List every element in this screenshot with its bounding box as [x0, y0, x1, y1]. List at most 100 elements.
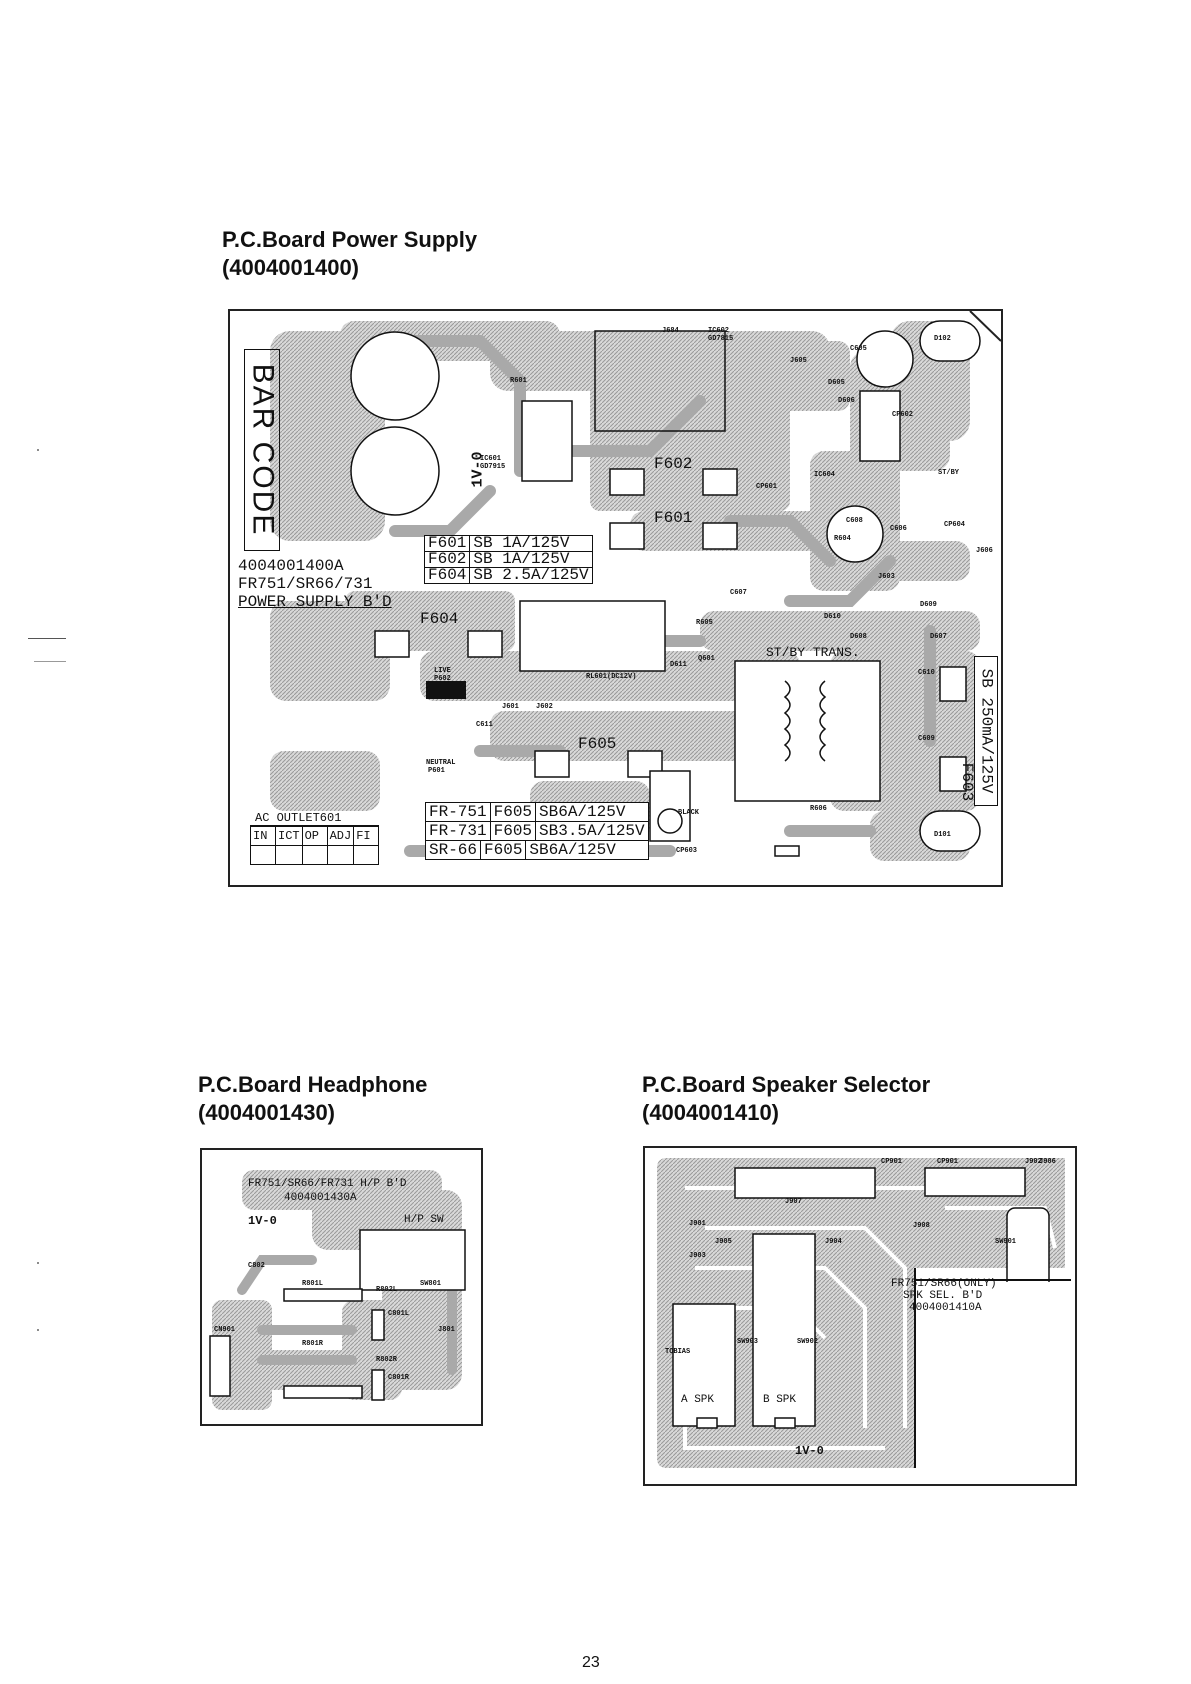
ac-outlet-table: AC OUTLET601 IN ICT OP ADJ FI — [250, 811, 380, 865]
c801l-label: C801L — [388, 1310, 410, 1318]
speaker-selector-traces — [657, 1158, 1071, 1468]
fuse-spec-cell: SB6A/125V — [539, 803, 626, 821]
model-cell: SR-66 — [426, 841, 482, 859]
d606-label: D606 — [838, 397, 855, 405]
d611-label: D611 — [670, 661, 687, 669]
ac-outlet-grid: IN ICT OP ADJ FI — [250, 826, 380, 865]
j684-label: J684 — [662, 327, 679, 335]
fuse-f605-label: F605 — [578, 735, 617, 753]
j904-label: J904 — [825, 1238, 842, 1246]
ac-outlet-cell: FI — [353, 826, 380, 846]
d610-label: D610 — [824, 613, 841, 621]
c607-label: C607 — [730, 589, 747, 597]
hp-ul-mark: 1V-0 — [248, 1214, 277, 1228]
ic602-label: IC602 — [708, 327, 730, 335]
ic601-label: IC601 — [480, 455, 502, 463]
ac-outlet-cell: ICT — [275, 826, 303, 846]
c608-label: C608 — [846, 517, 863, 525]
spk-board-id-2: SPK SEL. B'D — [903, 1290, 983, 1302]
spk-board-id-3: 4004001410A — [909, 1302, 982, 1314]
fuse-spec-cell: SB3.5A/125V — [539, 822, 645, 840]
fuse-spec-cell: SB 1A/125V — [473, 550, 570, 568]
power-supply-title: P.C.Board Power Supply (4004001400) — [222, 226, 477, 282]
margin-dot — [37, 449, 39, 451]
r801l-label: R801L — [302, 1280, 324, 1288]
j906-label: J906 — [1039, 1158, 1056, 1166]
ac-outlet-cell: ADJ — [326, 826, 355, 846]
hp-board-id-1: FR751/SR66/FR731 H/P B'D — [248, 1178, 407, 1190]
sw902-label: SW902 — [797, 1338, 819, 1346]
margin-mark — [28, 638, 66, 639]
c606-label: C606 — [890, 525, 907, 533]
speaker-selector-board: FR751/SR66(ONLY) SPK SEL. B'D 4004001410… — [643, 1146, 1077, 1486]
j907-label: J907 — [785, 1198, 802, 1206]
d609-label: D609 — [920, 601, 937, 609]
r606-label: R606 — [810, 805, 827, 813]
j603-label: J603 — [878, 573, 895, 581]
fuse-f601-label: F601 — [654, 509, 693, 527]
r802r-label: R802R — [376, 1356, 398, 1364]
page-number: 23 — [582, 1654, 600, 1671]
d607-label: D607 — [930, 633, 947, 641]
p602-label: P602 — [434, 675, 451, 683]
a-spk-label: A SPK — [681, 1394, 715, 1406]
q601-label: Q601 — [698, 655, 715, 663]
cp604-label: CP604 — [944, 521, 966, 529]
f603-spec-box: SB 250mA/125V — [974, 656, 998, 806]
hp-board-id-2: 4004001430A — [284, 1192, 357, 1204]
cp602-label: CP602 — [892, 411, 914, 419]
bar-code-box: BAR CODE — [244, 349, 280, 551]
d101-label: D101 — [934, 831, 951, 839]
fuse-cell: F605 — [491, 803, 537, 821]
power-supply-title-text: P.C.Board Power Supply — [222, 227, 478, 252]
b-spk-label: B SPK — [763, 1394, 797, 1406]
r801r-label: R801R — [302, 1340, 324, 1348]
speaker-selector-part-no: (4004001410) — [642, 1100, 780, 1125]
gd7915-label: GD7915 — [480, 463, 506, 471]
power-supply-board: BAR CODE 4004001400A FR751/SR66/731 POWE… — [228, 309, 1003, 887]
fuse-cell: F604 — [425, 567, 471, 583]
black-label: BLACK — [678, 809, 700, 817]
board-id-line-2: FR751/SR66/731 — [238, 575, 373, 593]
fuse-spec-cell: SB6A/125V — [529, 841, 616, 859]
bar-code-text: BAR CODE — [246, 363, 280, 537]
cp901-label: CP901 — [881, 1158, 903, 1166]
speaker-selector-title-text: P.C.Board Speaker Selector — [642, 1072, 931, 1097]
sw801-label: SW801 — [420, 1280, 442, 1288]
gd7815-label: GD7815 — [708, 335, 734, 343]
tobias-label: TOBIAS — [665, 1348, 691, 1356]
c802-label: C802 — [248, 1262, 265, 1270]
fuse-cell: F605 — [481, 841, 527, 859]
c611-label: C611 — [476, 721, 493, 729]
margin-dot — [37, 1329, 39, 1331]
margin-dot — [37, 1262, 39, 1264]
fuse-spec-cell: SB 2.5A/125V — [473, 566, 589, 584]
cn901-label: CN901 — [214, 1326, 236, 1334]
power-supply-part-no: (4004001400) — [222, 255, 360, 280]
st-by-trans-label: ST/BY TRANS. — [766, 645, 860, 660]
c605-label: C605 — [850, 345, 867, 353]
fuse-f603-label: F603 — [958, 762, 977, 802]
rl601-label: RL601(DC12V) — [586, 673, 637, 681]
d608-label: D608 — [850, 633, 867, 641]
r601-label: R601 — [510, 377, 527, 385]
spk-ul-mark: 1V-0 — [795, 1444, 824, 1458]
c610-label: C610 — [918, 669, 935, 677]
ac-outlet-cell: IN — [250, 826, 276, 846]
j801-label: J801 — [438, 1326, 455, 1334]
r605-label: R605 — [696, 619, 713, 627]
j908-label: J908 — [913, 1222, 930, 1230]
cp601-label: CP601 — [756, 483, 778, 491]
d605-label: D605 — [828, 379, 845, 387]
headphone-board: FR751/SR66/FR731 H/P B'D 4004001430A 1V-… — [200, 1148, 483, 1426]
power-supply-traces — [270, 311, 1001, 861]
j606-label: J606 — [976, 547, 993, 555]
headphone-part-no: (4004001430) — [198, 1100, 336, 1125]
j902-label: J902 — [1025, 1158, 1042, 1166]
